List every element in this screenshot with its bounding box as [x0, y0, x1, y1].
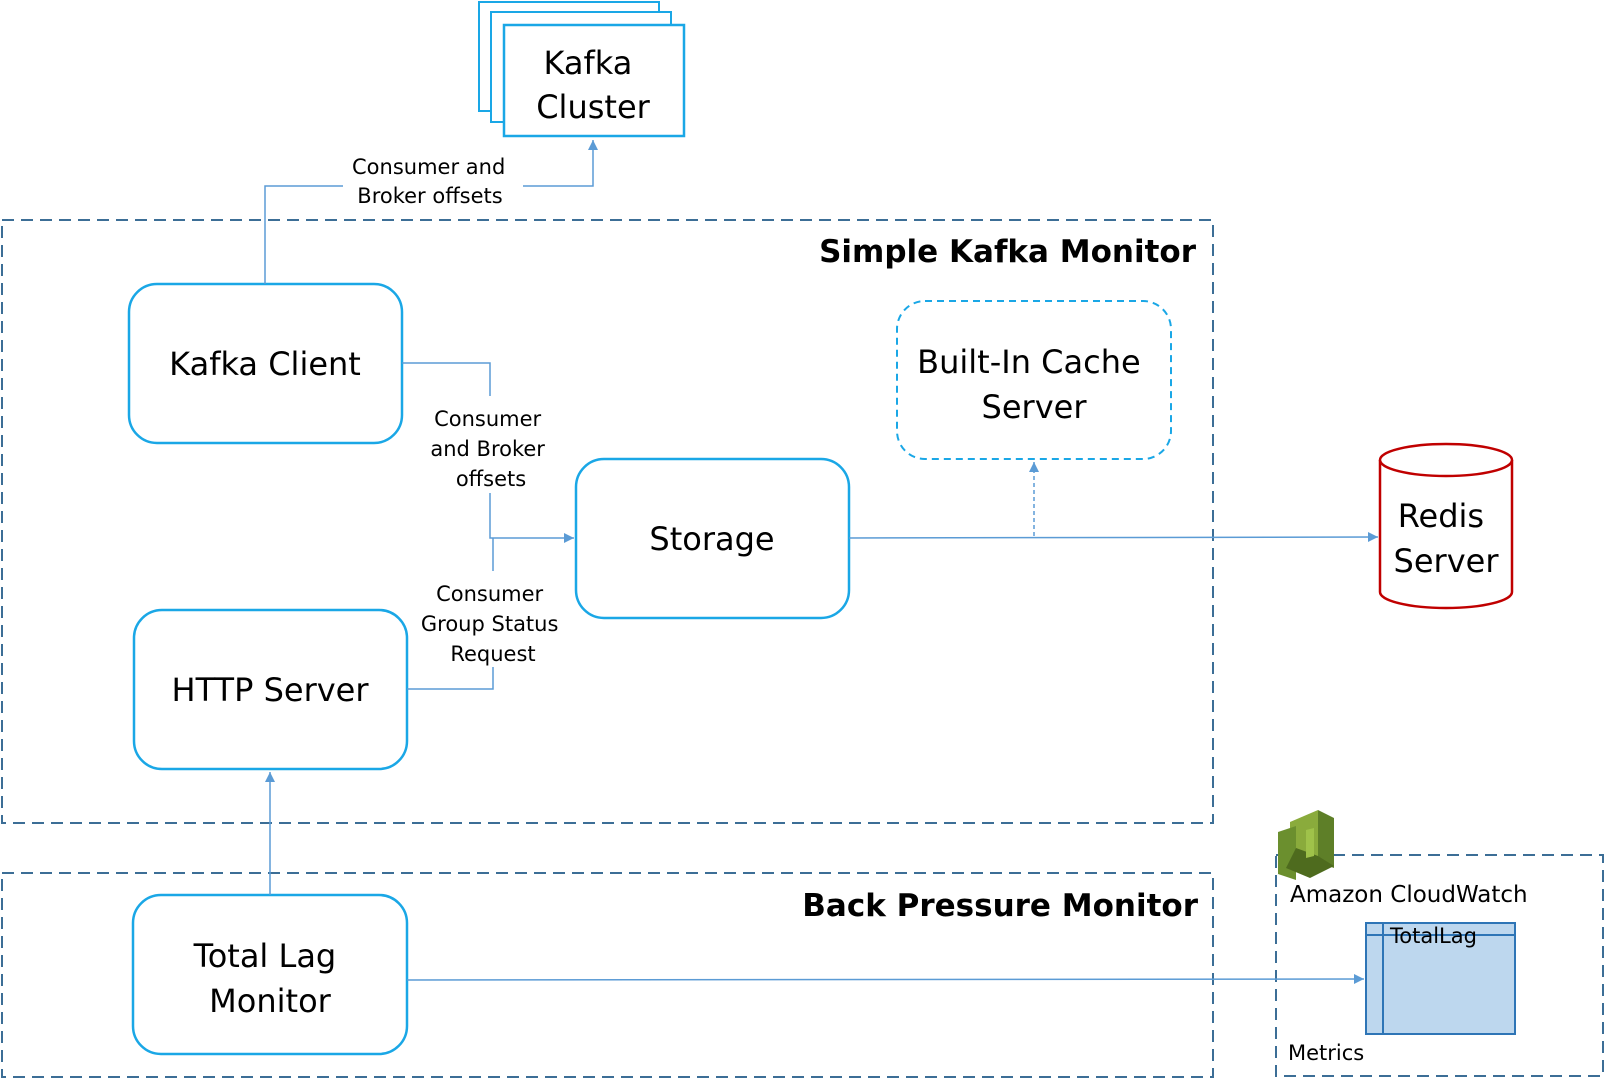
back-pressure-monitor-group	[1, 872, 1214, 1078]
edge-label-http-storage-line2: Group Status	[421, 612, 559, 636]
edge-label-client-cluster-line2: Broker offsets	[357, 184, 502, 208]
svg-text:Redis Server: Redis Server	[1394, 497, 1500, 580]
redis-label-line1: Redis	[1398, 497, 1484, 535]
cloudwatch-group: Amazon CloudWatch TotalLag Metrics	[1275, 810, 1604, 1077]
cloudwatch-icon	[1278, 810, 1334, 880]
total-lag-label-line2: Monitor	[209, 982, 331, 1020]
redis-server-node: Redis Server	[1378, 442, 1514, 610]
cloudwatch-metrics-label: Metrics	[1288, 1041, 1364, 1065]
cloudwatch-title: Amazon CloudWatch	[1290, 882, 1528, 908]
edge-totallag-to-cloudwatch	[406, 974, 1365, 985]
simple-kafka-monitor-title: Simple Kafka Monitor	[819, 234, 1197, 270]
edge-label-client-storage-line1: Consumer	[434, 407, 541, 431]
edge-label-http-storage-line1: Consumer	[436, 582, 543, 606]
builtin-cache-label-line1: Built-In Cache	[917, 343, 1141, 381]
http-server-label: HTTP Server	[172, 671, 370, 709]
svg-text:Total Lag Monitor: Total Lag Monitor	[193, 937, 347, 1020]
edge-client-to-cluster	[264, 185, 343, 284]
edge-label-client-cluster-line1: Consumer and	[352, 155, 505, 179]
svg-text:Built-In Cache Server: Built-In Cache Server	[917, 343, 1151, 426]
http-server-node: HTTP Server	[132, 608, 409, 771]
total-lag-monitor-node: Total Lag Monitor	[131, 893, 409, 1056]
edge-storage-to-redis	[848, 532, 1379, 543]
edge-label-client-storage-line2: and Broker	[430, 437, 545, 461]
edge-client-to-cluster-tail	[523, 140, 598, 187]
totallag-metric: TotalLag	[1365, 922, 1516, 1035]
back-pressure-monitor-title: Back Pressure Monitor	[802, 888, 1198, 924]
svg-text:Consumer and Broker offset: Consumer and Broker offsets	[352, 155, 512, 208]
kafka-cluster-node: Kafka Cluster	[478, 1, 686, 138]
svg-text:Consumer Group Status: Consumer Group Status Request	[421, 582, 565, 666]
storage-label: Storage	[649, 520, 774, 558]
kafka-cluster-label-line2: Cluster	[536, 88, 650, 126]
edge-client-to-storage	[489, 493, 574, 543]
redis-label-line2: Server	[1394, 542, 1500, 580]
kafka-client-label: Kafka Client	[169, 345, 361, 383]
kafka-client-node: Kafka Client	[127, 282, 404, 445]
builtin-cache-node: Built-In Cache Server	[896, 300, 1172, 460]
edge-label-http-storage-line3: Request	[450, 642, 535, 666]
edge-label-client-storage-line3: offsets	[456, 467, 526, 491]
svg-text:Consumer and Broker of: Consumer and Broker offsets	[430, 407, 551, 491]
builtin-cache-label-line2: Server	[982, 388, 1088, 426]
edge-http-to-storage	[407, 667, 494, 690]
kafka-cluster-label-line1: Kafka	[543, 44, 632, 82]
edge-client-to-storage-head	[402, 362, 491, 396]
total-lag-label-line1: Total Lag	[193, 937, 337, 975]
totallag-metric-label: TotalLag	[1389, 924, 1477, 948]
simple-kafka-monitor-group	[1, 219, 1214, 824]
storage-node: Storage	[574, 457, 851, 620]
svg-text:Kafka Cluster: Kafka Cluster	[536, 44, 650, 126]
